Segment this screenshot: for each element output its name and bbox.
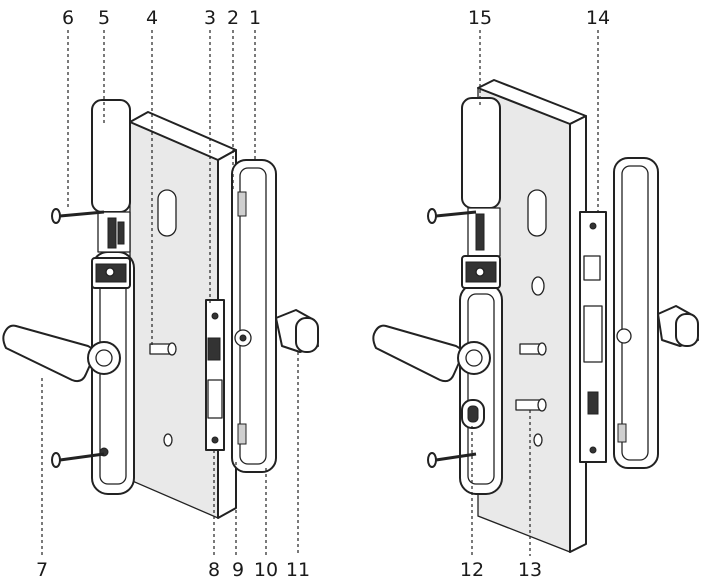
left-screw-top — [51, 208, 105, 224]
callout-labels-top-left: 6 5 4 3 2 1 — [62, 7, 261, 29]
callout-10: 10 — [254, 559, 278, 581]
callout-4: 4 — [146, 7, 158, 29]
right-rear-handle — [657, 305, 699, 347]
leader-lines — [41, 30, 599, 556]
right-rear-plate — [613, 157, 659, 469]
left-door-hole — [163, 433, 173, 447]
left-reader-module — [91, 99, 131, 213]
left-spindle — [149, 342, 177, 356]
callout-7: 7 — [36, 559, 48, 581]
right-screw-bottom — [427, 452, 477, 468]
callout-1: 1 — [249, 7, 261, 29]
callout-14: 14 — [586, 7, 610, 29]
left-rear-handle — [275, 309, 319, 353]
callout-8: 8 — [208, 559, 220, 581]
right-spindle-lower — [515, 398, 547, 412]
callout-15: 15 — [468, 7, 492, 29]
callout-6: 6 — [62, 7, 74, 29]
right-mortise — [579, 211, 607, 463]
callout-9: 9 — [232, 559, 244, 581]
right-lock-assembly — [372, 79, 699, 553]
callout-2: 2 — [227, 7, 239, 29]
callout-labels-bottom-right: 12 13 — [460, 559, 542, 581]
callout-3: 3 — [204, 7, 216, 29]
left-door-slot — [157, 189, 177, 237]
right-front-handle — [372, 324, 491, 383]
right-reader-module — [461, 97, 501, 209]
right-spindle-upper — [519, 342, 547, 356]
left-rear-plate — [231, 159, 277, 473]
callout-11: 11 — [286, 559, 310, 581]
right-thumb-turn — [461, 399, 485, 429]
left-lock-assembly — [2, 99, 319, 519]
callout-13: 13 — [518, 559, 542, 581]
left-front-handle — [2, 324, 121, 383]
right-screw-top — [427, 208, 477, 224]
left-front-panel — [91, 99, 135, 495]
left-screw-bottom — [51, 452, 105, 468]
right-front-panel — [459, 97, 503, 495]
callout-5: 5 — [98, 7, 110, 29]
callout-12: 12 — [460, 559, 484, 581]
callout-labels-bottom-left: 7 8 9 10 11 — [36, 559, 310, 581]
callout-labels-top-right: 15 14 — [468, 7, 610, 29]
left-mortise — [205, 299, 225, 451]
